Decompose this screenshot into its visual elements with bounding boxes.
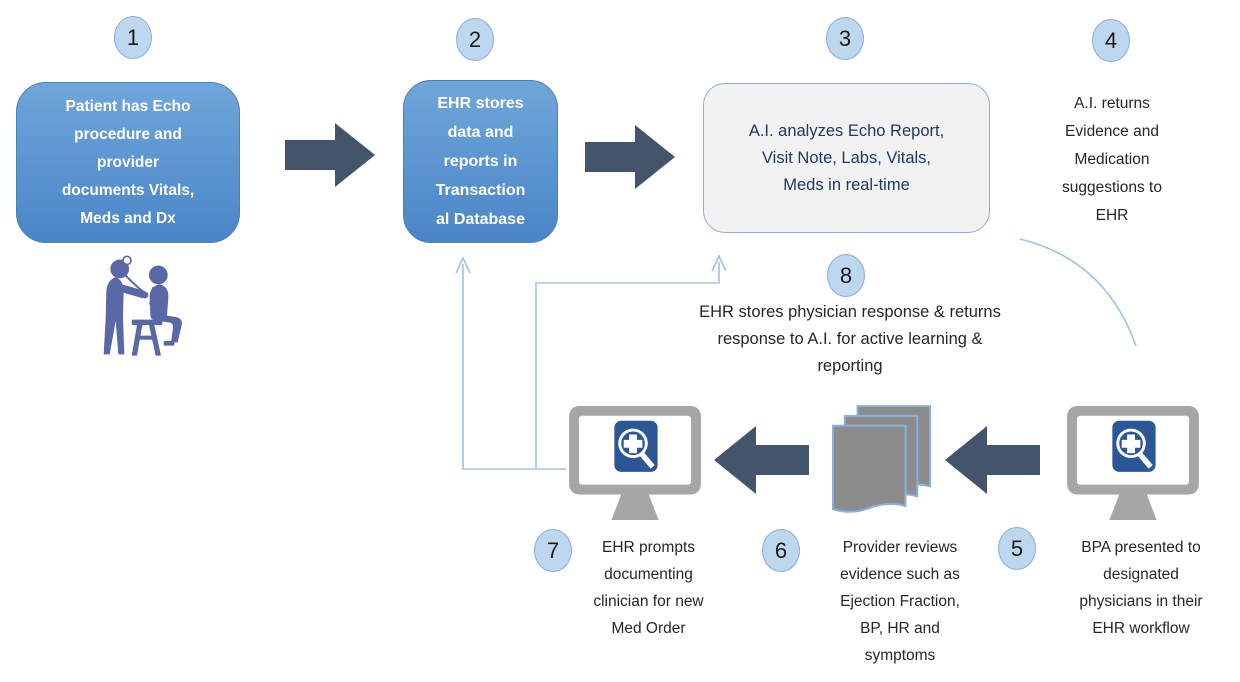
step-circle-1: 1	[114, 16, 152, 59]
ehr-monitor-medical-search-icon	[569, 405, 701, 521]
arrow-right-icon	[585, 125, 675, 189]
arrowhead-up-icon	[711, 254, 727, 272]
step-circle-6: 6	[762, 529, 800, 572]
step-2-box: EHR stores data and reports in Transacti…	[403, 80, 558, 243]
step-number: 1	[126, 24, 140, 50]
step-circle-3: 3	[826, 17, 864, 60]
ehr-monitor-medical-search-icon	[1067, 405, 1199, 521]
step-5-text: BPA presented to designated physicians i…	[1079, 539, 1203, 637]
step-8-text: EHR stores physician response & returns …	[699, 303, 1001, 375]
step-6-text: Provider reviews evidence such as Ejecti…	[840, 539, 960, 664]
step-circle-7: 7	[534, 529, 572, 572]
step-circle-2: 2	[456, 18, 494, 61]
arrow-right-icon	[285, 123, 375, 187]
step-number: 5	[1010, 535, 1024, 561]
step-3-ai-box: A.I. analyzes Echo Report, Visit Note, L…	[703, 83, 990, 233]
step-number: 6	[774, 537, 788, 563]
step-circle-5: 5	[998, 527, 1036, 570]
step-number: 8	[839, 262, 853, 288]
step-number: 3	[838, 25, 852, 51]
arrow-left-icon	[714, 426, 809, 494]
step-number: 2	[468, 26, 482, 52]
step-circle-8: 8	[827, 254, 865, 297]
step-7-text: EHR prompts documenting clinician for ne…	[593, 539, 704, 637]
step-number: 7	[546, 537, 560, 563]
document-stack-icon	[832, 405, 932, 513]
step-number: 4	[1104, 27, 1118, 53]
arrow-left-icon	[945, 426, 1040, 494]
feedback-line-to-ehr-db	[462, 264, 566, 470]
step-4-text: A.I. returns Evidence and Medication sug…	[1062, 95, 1162, 224]
doctor-examining-patient-icon	[103, 255, 182, 356]
step-1-box: Patient has Echo procedure and provider …	[16, 82, 240, 243]
arrowhead-up-icon	[455, 256, 471, 274]
step-circle-4: 4	[1092, 19, 1130, 62]
